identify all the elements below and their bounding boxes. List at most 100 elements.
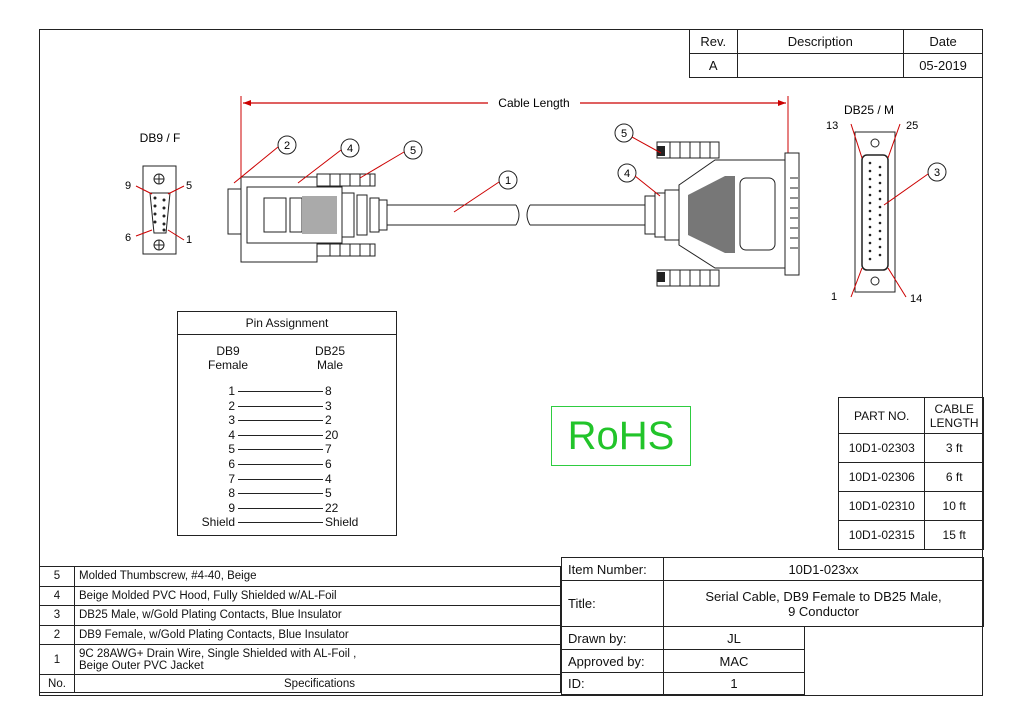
cable-length: 3 ft [924,433,984,463]
db9-front-view [135,165,185,255]
spec-number: 4 [39,585,75,606]
title-line-1: Serial Cable, DB9 Female to DB25 Male, [705,588,942,604]
db25-pin: 4 [325,471,332,486]
db25-pin-dot [878,245,882,249]
spec-number: 5 [39,566,75,587]
date-value: 05-2019 [903,53,983,78]
db25-pin: 3 [325,398,332,413]
db9-pin: Shield [201,515,235,530]
db25-pin-dot [878,197,882,201]
db9-pin: 7 [228,471,235,486]
spec-text: DB9 Female, w/Gold Plating Contacts, Blu… [79,628,349,641]
db25-pin-dot [868,257,872,261]
db25-pin-dot [868,209,872,213]
pin-assignment-title: Pin Assignment [178,312,396,335]
pin-connector-line [238,522,323,524]
description-header: Description [736,29,905,54]
db25-pin: 5 [325,486,332,501]
db9-pin-6: 6 [125,232,131,244]
db25-header: DB25 [314,344,346,358]
pin-connector-line [238,449,323,451]
revision-table: Rev. Description Date A 05-2019 [689,29,983,78]
part-number: 10D1-02315 [837,520,926,550]
db25-pin-dot [868,249,872,253]
spec-number: 1 [39,644,75,675]
db9-pin: 3 [228,413,235,428]
db25-pin-dot [878,173,882,177]
db9-pin: 2 [228,398,235,413]
db9-header: DB9 [216,344,240,358]
drawn-by-value: JL [663,626,805,650]
callout-1: 1 [505,175,511,187]
db25-pin-dot [868,169,872,173]
cable-length: 6 ft [924,462,984,492]
rev-value: A [689,53,738,78]
db25-pin-dot [878,237,882,241]
item-number-value: 10D1-023xx [663,557,984,581]
title-block: Item Number: 10D1-023xx Title: Serial Ca… [561,557,984,695]
db25-pin-dot [868,177,872,181]
drawn-by-label: Drawn by: [561,626,664,650]
blank-cell [804,626,984,695]
db25-pin: 8 [325,384,332,398]
db25-pin-dot [878,189,882,193]
part-number: 10D1-02306 [837,462,926,492]
db25-pin-dot [868,233,872,237]
db25-pin-13: 13 [826,120,838,132]
female-header: Female [208,358,249,372]
approved-by-value: MAC [663,649,805,673]
id-value: 1 [663,672,805,695]
rohs-mark: RoHS [551,406,691,466]
db25-pin-dot [878,165,882,169]
title-line-2: 9 Conductor [788,603,859,619]
pin-connector-line [238,507,323,509]
cable-drawing: 1 2 3 4 4 5 5 Cable Length DB9 / F DB25 … [125,96,947,305]
drawing-frame [39,29,983,696]
db25-pin-dot [868,161,872,165]
db25-pin-dot [868,225,872,229]
db9-label: DB9 / F [140,131,181,145]
cable [387,204,645,226]
no-header: No. [39,674,75,693]
db25-pin-14: 14 [910,293,922,305]
db9-pin-5: 5 [186,180,192,192]
db25-pin-dot [878,221,882,225]
db9-pin: 1 [228,384,235,398]
cable-length: 15 ft [924,520,984,550]
db25-pin: 2 [325,413,332,428]
db25-connector-side [644,141,800,287]
db25-pin: 7 [325,442,332,457]
db25-pin-dot [868,241,872,245]
part-number: 10D1-02310 [837,491,926,521]
part-no-header: PART NO. [837,397,926,434]
db25-pin: 22 [325,500,339,515]
date-header: Date [903,29,983,54]
specifications-header: Specifications [74,674,561,693]
spec-text-line-2: Beige Outer PVC Jacket [79,659,204,672]
pin-connector-line [238,493,323,495]
callouts [233,123,947,213]
pin-connector-line [238,391,323,392]
db25-pin-dot [878,205,882,209]
db25-pin-dot [868,217,872,221]
cable-length: 10 ft [924,491,984,521]
pin-connector-line [238,420,323,422]
cable-length-header: CABLE LENGTH [924,397,984,434]
